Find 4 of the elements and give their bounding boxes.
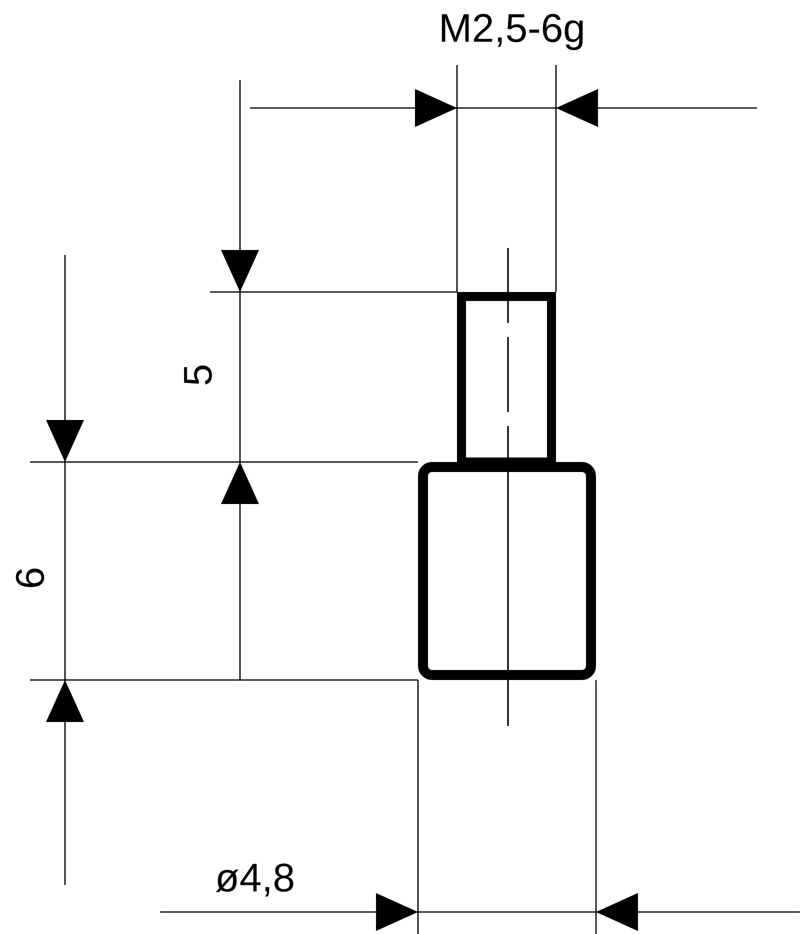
dimension-label: M2,5-6g (442, 14, 583, 50)
dimension-label: ø4,8 (216, 863, 294, 896)
dimension-label: 6 (16, 568, 44, 588)
dimension-label: 5 (184, 366, 212, 385)
